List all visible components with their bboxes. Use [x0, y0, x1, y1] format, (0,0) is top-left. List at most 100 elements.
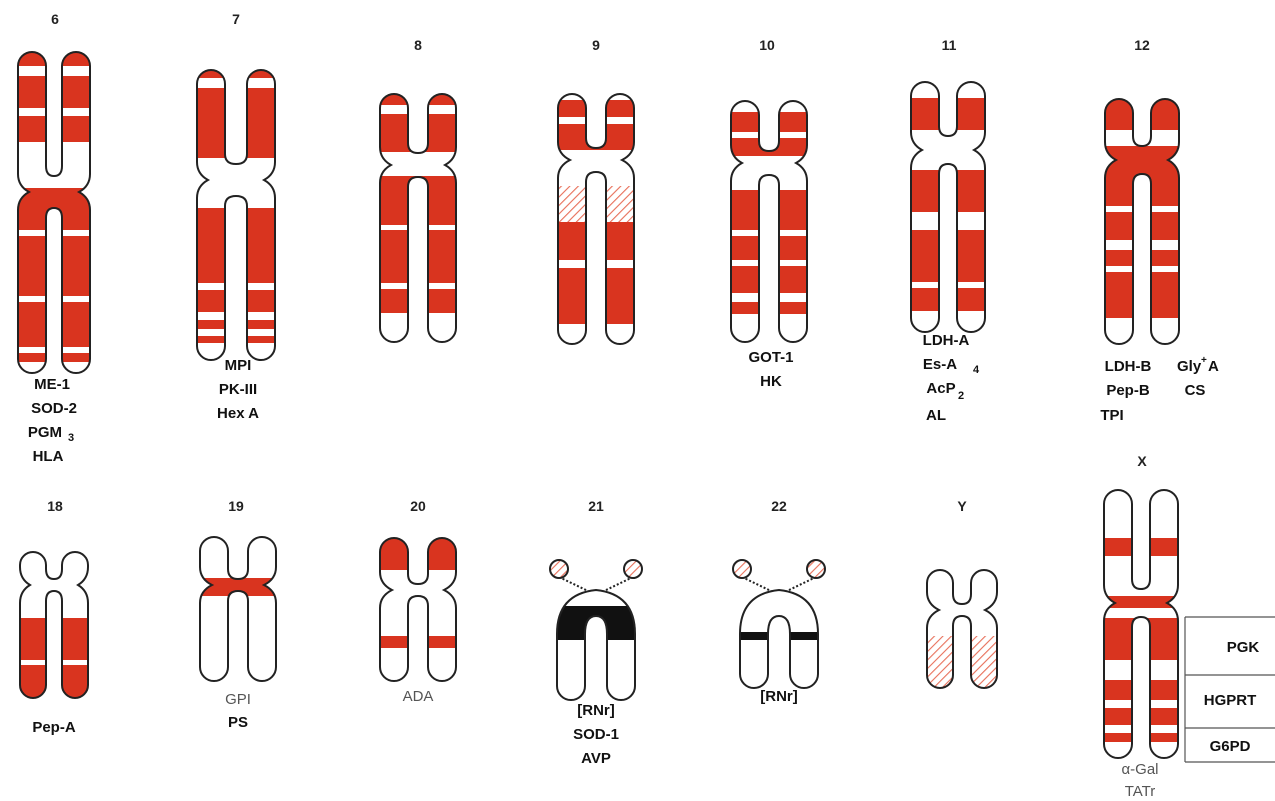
chromosome-band	[378, 289, 458, 313]
chr21-gene-rnr: [RNr]	[577, 702, 615, 719]
chr6-gene-sod2: SOD-2	[31, 400, 77, 417]
chromosome-band	[378, 538, 458, 570]
chromosome-12	[1103, 99, 1181, 344]
chr12-gene-gly: Gly	[1177, 358, 1202, 375]
chromosome-band	[1102, 708, 1180, 725]
chromosome-20-number: 20	[410, 498, 426, 514]
chromosome-band	[18, 665, 90, 698]
chromosome-band	[195, 88, 277, 158]
chr11-acp-subscript: 2	[958, 390, 964, 402]
chr7-gene-mpi: MPI	[225, 357, 252, 374]
chromosome-21	[550, 560, 642, 700]
chrx-region-g6pd: G6PD	[1210, 738, 1251, 755]
chrx-gene-alpha-gal: α-Gal	[1121, 761, 1158, 778]
chromosome-band	[729, 112, 809, 132]
chromosome-band	[729, 236, 809, 260]
chromosome-band	[1102, 733, 1180, 742]
chrx-region-pgk: PGK	[1227, 639, 1260, 656]
chromosome-band	[729, 138, 809, 156]
chromosome-y-number: Y	[957, 498, 967, 514]
chromosome-band	[16, 116, 92, 142]
chromosome-band	[378, 114, 458, 152]
chromosome-19-number: 19	[228, 498, 244, 514]
chr12-gene-gly-a: A	[1208, 358, 1219, 375]
chromosome-band	[16, 236, 92, 296]
chromosome-band	[16, 353, 92, 362]
chromosome-band	[556, 186, 636, 222]
chromosome-10	[729, 101, 809, 342]
chromosome-band	[378, 94, 458, 105]
chromosome-band	[1102, 538, 1180, 556]
chromosome-y	[925, 570, 999, 688]
chromosome-band	[1103, 212, 1181, 240]
chrx-region-hgprt: HGPRT	[1204, 692, 1257, 709]
chromosome-x	[1102, 490, 1180, 758]
chromosome-band	[556, 124, 636, 150]
chromosome-9	[556, 94, 636, 344]
chromosome-band	[909, 170, 987, 212]
satellite-stalk	[559, 577, 588, 591]
chromosome-band	[909, 98, 987, 130]
chromosome-8-number: 8	[414, 37, 422, 53]
chromosome-band	[16, 52, 92, 66]
chr10-gene-got1: GOT-1	[748, 349, 793, 366]
chromosome-11-number: 11	[942, 37, 957, 53]
satellite	[807, 560, 825, 578]
chr11-gene-ldha: LDH-A	[923, 332, 970, 349]
chromosome-body	[200, 537, 276, 681]
chromosome-11	[909, 82, 987, 332]
chr20-gene-ada: ADA	[403, 688, 434, 705]
chromosome-band	[729, 266, 809, 293]
chromosome-12-number: 12	[1134, 37, 1150, 53]
chromosome-band	[378, 636, 458, 648]
chromosome-band	[729, 302, 809, 314]
chromosome-band	[556, 268, 636, 324]
chromosome-band	[1103, 272, 1181, 318]
chromosome-band	[378, 230, 458, 283]
chrx-gene-tatr: TATr	[1125, 783, 1156, 800]
chromosome-22-number: 22	[771, 498, 787, 514]
chr6-gene-hla: HLA	[33, 448, 64, 465]
chromosome-band	[909, 288, 987, 311]
chromosome-6	[16, 52, 92, 373]
chr11-gene-acp: AcP	[926, 380, 955, 397]
satellite-stalk	[742, 577, 771, 591]
chromosome-band	[195, 208, 277, 283]
chromosome-band	[556, 100, 636, 117]
chromosome-21-number: 21	[588, 498, 604, 514]
chromosome-band	[16, 76, 92, 108]
chromosome-band	[378, 176, 458, 225]
chromosome-18-number: 18	[47, 498, 63, 514]
chr12-gene-pepb: Pep-B	[1106, 382, 1150, 399]
chromosome-22	[733, 560, 825, 688]
chromosome-band	[195, 336, 277, 343]
chromosome-band	[556, 222, 636, 260]
satellite-stalk	[787, 577, 816, 591]
chromosome-18	[18, 552, 90, 698]
chr6-gene-me1: ME-1	[34, 376, 70, 393]
chr19-gene-ps: PS	[228, 714, 248, 731]
chromosome-band	[909, 230, 987, 282]
chr6-pgm-subscript: 3	[68, 432, 74, 444]
chromosome-band	[195, 290, 277, 312]
chromosome-x-number: X	[1137, 453, 1147, 469]
chr21-gene-sod1: SOD-1	[573, 726, 619, 743]
chromosome-19	[198, 537, 278, 681]
chr18-gene-pepa: Pep-A	[32, 719, 76, 736]
chr12-gene-cs: CS	[1185, 382, 1206, 399]
chr11-gene-esa: Es-A	[923, 356, 957, 373]
chromosome-band	[925, 636, 999, 688]
chr12-gene-ldhb: LDH-B	[1105, 358, 1152, 375]
satellite-stalk	[604, 577, 633, 591]
chr11-gene-al: AL	[926, 407, 946, 424]
chromosome-band	[1103, 250, 1181, 266]
chr10-gene-hk: HK	[760, 373, 782, 390]
chromosome-band	[1103, 146, 1181, 206]
chromosome-8	[378, 94, 458, 342]
chromosome-9-number: 9	[592, 37, 600, 53]
satellite	[624, 560, 642, 578]
chr22-gene-rnr: [RNr]	[760, 688, 798, 705]
chromosome-band	[18, 618, 90, 660]
chr7-gene-pk3: PK-III	[219, 381, 257, 398]
